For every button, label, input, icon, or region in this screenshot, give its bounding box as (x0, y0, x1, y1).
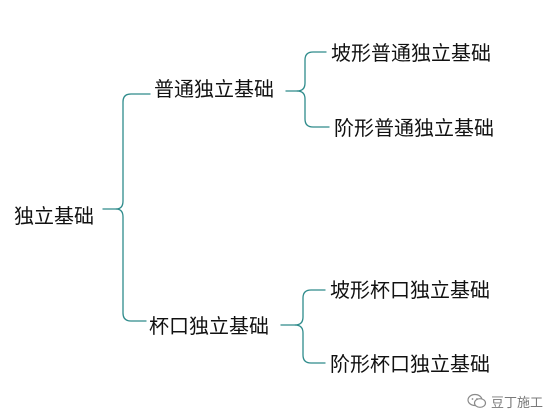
branch-node-1: 普通独立基础 (154, 77, 274, 101)
branch1-connector (285, 51, 327, 92)
root-node: 独立基础 (14, 204, 94, 228)
branch2-connector-lower (294, 324, 326, 364)
root-connector-lower (115, 208, 147, 322)
branch2-connector (280, 289, 326, 326)
leaf-node-1-2: 阶形普通独立基础 (334, 116, 494, 140)
leaf-node-2-2: 阶形杯口独立基础 (330, 352, 490, 376)
leaf-node-2-1: 坡形杯口独立基础 (330, 278, 490, 302)
leaf-node-1-1: 坡形普通独立基础 (331, 41, 491, 65)
branch-node-2: 杯口独立基础 (149, 314, 269, 338)
wechat-icon (467, 393, 487, 408)
watermark-text: 豆丁施工 (490, 395, 543, 411)
watermark: 豆丁施工 (467, 392, 543, 411)
branch1-connector-lower (296, 90, 330, 128)
root-connector (102, 93, 151, 210)
